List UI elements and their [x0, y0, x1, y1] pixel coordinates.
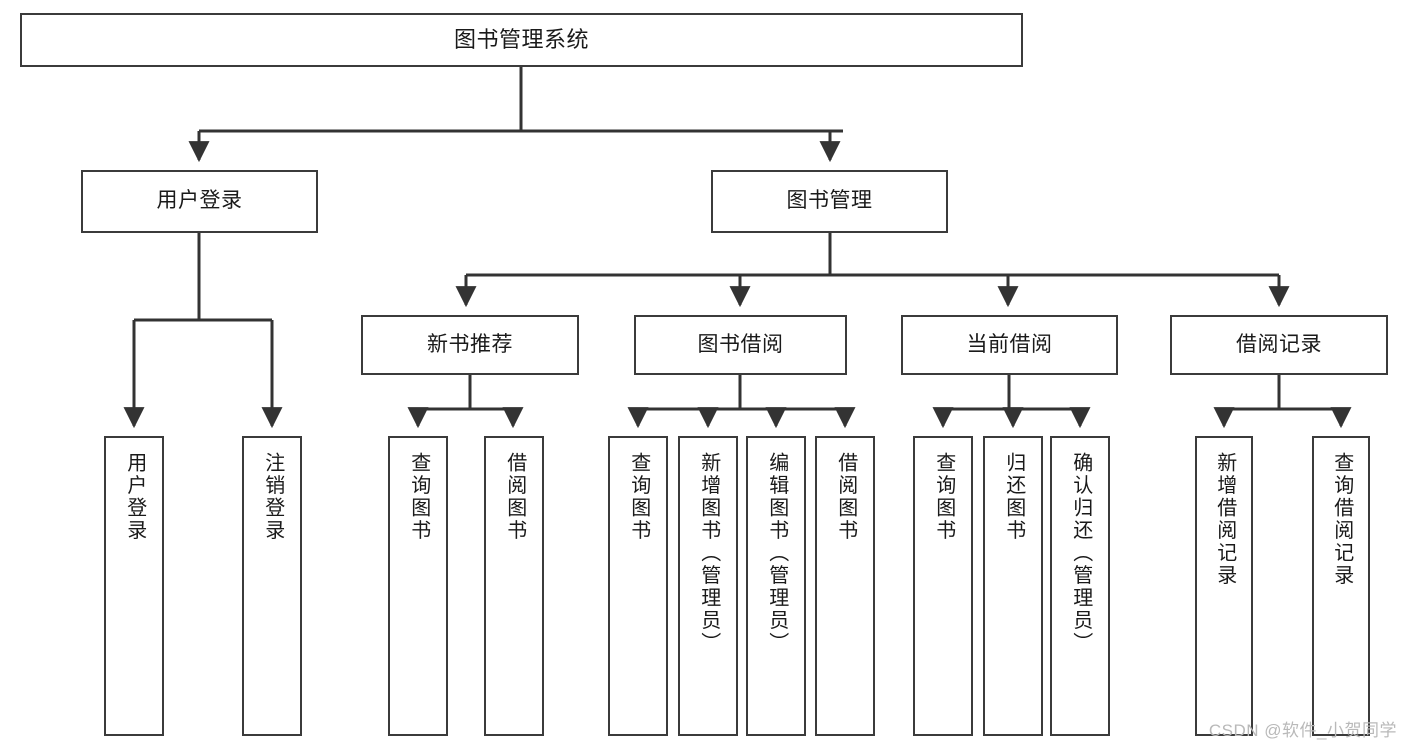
node-leaf-query-book-1[interactable]: 查询图书 — [388, 436, 448, 736]
node-leaf-edit-book-label: 编辑图书（管理员） — [765, 452, 788, 655]
node-leaf-borrow-book-2[interactable]: 借阅图书 — [815, 436, 875, 736]
node-new-book-rec[interactable]: 新书推荐 — [361, 315, 579, 375]
node-borrow-record[interactable]: 借阅记录 — [1170, 315, 1388, 375]
node-leaf-user-login[interactable]: 用户登录 — [104, 436, 164, 736]
node-user-login-label: 用户登录 — [156, 189, 243, 213]
node-leaf-query-book-3-label: 查询图书 — [932, 452, 955, 542]
node-current-borrow-label: 当前借阅 — [966, 332, 1053, 356]
node-book-borrow[interactable]: 图书借阅 — [634, 315, 847, 375]
node-leaf-query-book-3[interactable]: 查询图书 — [913, 436, 973, 736]
node-leaf-borrow-book-1[interactable]: 借阅图书 — [484, 436, 544, 736]
node-leaf-borrow-book-2-label: 借阅图书 — [834, 452, 857, 542]
node-user-login[interactable]: 用户登录 — [81, 170, 318, 233]
node-leaf-logout[interactable]: 注销登录 — [242, 436, 302, 736]
node-leaf-add-record-label: 新增借阅记录 — [1213, 452, 1236, 587]
node-leaf-edit-book[interactable]: 编辑图书（管理员） — [746, 436, 806, 736]
node-leaf-query-record-label: 查询借阅记录 — [1330, 452, 1353, 587]
node-book-manage[interactable]: 图书管理 — [711, 170, 948, 233]
node-leaf-query-book-1-label: 查询图书 — [407, 452, 430, 542]
node-leaf-add-record[interactable]: 新增借阅记录 — [1195, 436, 1253, 736]
node-leaf-user-login-label: 用户登录 — [123, 452, 146, 542]
node-root[interactable]: 图书管理系统 — [20, 13, 1023, 67]
node-leaf-add-book[interactable]: 新增图书（管理员） — [678, 436, 738, 736]
node-book-manage-label: 图书管理 — [786, 189, 873, 213]
node-book-borrow-label: 图书借阅 — [697, 332, 784, 356]
node-leaf-query-book-2-label: 查询图书 — [627, 452, 650, 542]
watermark: CSDN @软件_小贺同学 — [1208, 721, 1397, 740]
node-leaf-return-book-label: 归还图书 — [1002, 452, 1025, 542]
node-root-label: 图书管理系统 — [453, 27, 589, 53]
node-leaf-borrow-book-1-label: 借阅图书 — [503, 452, 526, 542]
node-leaf-logout-label: 注销登录 — [261, 452, 284, 542]
node-leaf-add-book-label: 新增图书（管理员） — [697, 452, 720, 655]
node-leaf-return-book[interactable]: 归还图书 — [983, 436, 1043, 736]
node-leaf-confirm-return[interactable]: 确认归还（管理员） — [1050, 436, 1110, 736]
node-leaf-query-record[interactable]: 查询借阅记录 — [1312, 436, 1370, 736]
node-borrow-record-label: 借阅记录 — [1236, 332, 1322, 356]
node-leaf-confirm-return-label: 确认归还（管理员） — [1069, 452, 1092, 655]
node-current-borrow[interactable]: 当前借阅 — [901, 315, 1118, 375]
node-new-book-rec-label: 新书推荐 — [427, 332, 513, 356]
node-leaf-query-book-2[interactable]: 查询图书 — [608, 436, 668, 736]
